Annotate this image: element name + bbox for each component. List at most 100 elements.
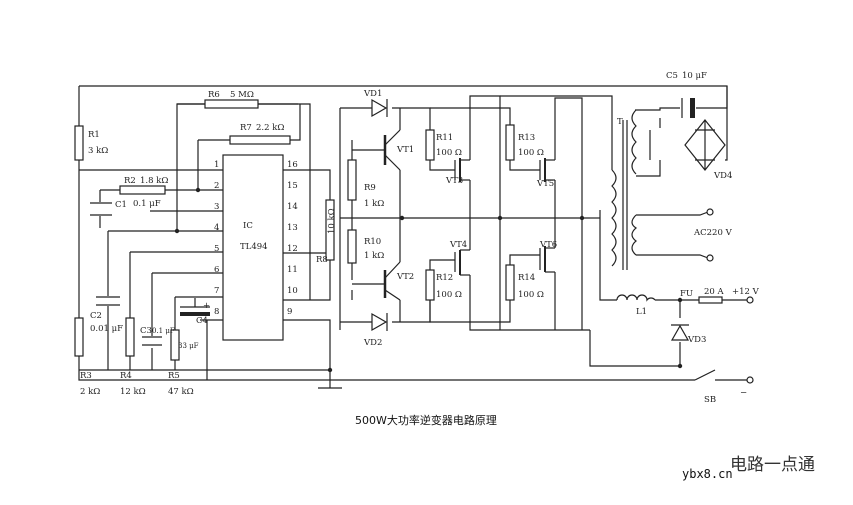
svg-text:+12 V: +12 V	[732, 287, 760, 297]
transistor-vt1	[383, 129, 401, 171]
labels: R1 3 kΩ R2 1.8 kΩ R3 2 kΩ R4 12 kΩ R5 47…	[80, 71, 760, 427]
svg-text:100 Ω: 100 Ω	[518, 290, 544, 300]
svg-text:0.1 μF: 0.1 μF	[133, 199, 161, 209]
svg-text:R7: R7	[240, 123, 252, 133]
svg-text:R12: R12	[436, 273, 453, 283]
svg-text:10 kΩ: 10 kΩ	[327, 208, 337, 234]
ic-pin-14: 14	[287, 202, 298, 212]
capacitor-c3	[142, 336, 162, 346]
svg-text:1 kΩ: 1 kΩ	[364, 251, 384, 261]
ic-pin-7: 7	[214, 286, 219, 296]
capacitor-c5	[681, 98, 695, 118]
resistor-r8	[325, 199, 335, 261]
svg-text:R11: R11	[436, 133, 453, 143]
resistor-r2	[119, 185, 166, 195]
svg-text:VT4: VT4	[449, 240, 467, 250]
wiring	[78, 85, 748, 389]
svg-text:R6: R6	[208, 90, 220, 100]
ic-part-label: TL494	[240, 242, 268, 252]
svg-text:+: +	[203, 301, 210, 311]
ic-label: IC	[243, 221, 253, 231]
resistor-r3	[74, 317, 84, 357]
svg-text:VD2: VD2	[363, 338, 382, 348]
capacitor-c1	[90, 202, 112, 216]
transformer-t	[611, 109, 638, 270]
ic-pin-12: 12	[287, 244, 298, 254]
svg-text:100 Ω: 100 Ω	[436, 290, 462, 300]
svg-text:2 kΩ: 2 kΩ	[80, 387, 100, 397]
inductor-l1	[616, 294, 656, 302]
capacitors	[90, 98, 695, 346]
svg-text:R13: R13	[518, 133, 535, 143]
resistor-r7	[229, 135, 291, 145]
mosfet-vt4	[454, 249, 470, 276]
watermark-site: ybx8.cn	[682, 467, 733, 481]
ic-pin-16: 16	[287, 160, 298, 170]
diode-vd2	[371, 312, 388, 332]
bridge-vd4	[684, 119, 726, 171]
svg-text:20 A: 20 A	[704, 287, 725, 297]
resistor-r9	[347, 159, 357, 201]
svg-text:100 Ω: 100 Ω	[436, 148, 462, 158]
svg-text:VT1: VT1	[396, 145, 414, 155]
svg-text:AC220 V: AC220 V	[693, 228, 733, 238]
ic-pin-5: 5	[214, 244, 219, 254]
svg-text:VT2: VT2	[396, 272, 414, 282]
svg-text:33 μF: 33 μF	[178, 342, 199, 350]
svg-text:VD1: VD1	[363, 89, 382, 99]
ic-pin-4: 4	[214, 223, 219, 233]
svg-text:10 μF: 10 μF	[682, 71, 707, 81]
resistor-r13	[505, 124, 515, 161]
mosfet-vt3	[454, 158, 470, 182]
fuse-fu	[698, 296, 723, 304]
svg-text:C4: C4	[196, 316, 208, 326]
svg-text:R10: R10	[364, 237, 381, 247]
ic-pin-15: 15	[287, 181, 298, 191]
svg-text:VT3: VT3	[445, 176, 463, 186]
capacitor-c4	[180, 298, 210, 316]
watermark: 电路一点通 ybx8.cn	[682, 455, 815, 481]
svg-text:0.01 μF: 0.01 μF	[90, 324, 123, 334]
ic-pin-6: 6	[214, 265, 219, 275]
capacitor-c2	[96, 296, 120, 306]
resistor-r1	[74, 125, 84, 161]
svg-text:T: T	[617, 117, 623, 127]
svg-text:−: −	[740, 388, 747, 398]
ic-pin-3: 3	[214, 202, 219, 212]
svg-text:R9: R9	[364, 183, 376, 193]
ic-pin-10: 10	[287, 286, 298, 296]
resistors	[74, 99, 515, 361]
svg-text:C2: C2	[90, 311, 102, 321]
diode-vd1	[371, 98, 388, 118]
diagram-title: 500W大功率逆变器电路原理	[355, 413, 497, 427]
svg-text:R2: R2	[124, 176, 136, 186]
svg-text:2.2 kΩ: 2.2 kΩ	[256, 123, 284, 133]
ic-pin-8: 8	[214, 307, 219, 317]
ic-pin-2: 2	[214, 181, 219, 191]
svg-text:5 MΩ: 5 MΩ	[230, 90, 254, 100]
diodes	[371, 98, 726, 341]
svg-text:47 kΩ: 47 kΩ	[168, 387, 194, 397]
svg-text:R14: R14	[518, 273, 535, 283]
svg-text:1.8 kΩ: 1.8 kΩ	[140, 176, 168, 186]
mosfet-vt6	[539, 246, 555, 273]
mosfet-vt5	[539, 158, 555, 182]
svg-text:L1: L1	[636, 307, 647, 317]
svg-text:1 kΩ: 1 kΩ	[364, 199, 384, 209]
svg-text:VT5: VT5	[536, 179, 554, 189]
svg-text:C1: C1	[115, 200, 127, 210]
svg-text:R4: R4	[120, 371, 132, 381]
switch-sb	[694, 369, 716, 381]
svg-text:R3: R3	[80, 371, 92, 381]
svg-text:R1: R1	[88, 130, 100, 140]
resistor-r14	[505, 264, 515, 301]
svg-text:R5: R5	[168, 371, 180, 381]
svg-text:100 Ω: 100 Ω	[518, 148, 544, 158]
svg-text:3 kΩ: 3 kΩ	[88, 146, 108, 156]
transistor-vt2	[383, 261, 401, 301]
svg-text:VT6: VT6	[539, 240, 557, 250]
svg-text:12 kΩ: 12 kΩ	[120, 387, 146, 397]
diode-vd3	[670, 324, 690, 341]
svg-text:VD4: VD4	[713, 171, 732, 181]
